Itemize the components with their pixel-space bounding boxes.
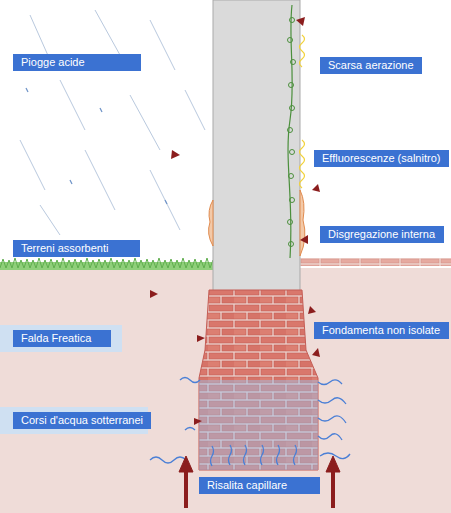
label-text: Fondamenta non isolate <box>314 322 449 339</box>
label-text: Effluorescenze (salnitro) <box>314 150 449 167</box>
label-text: Falda Freatica <box>13 330 111 347</box>
label-box: Effluorescenze (salnitro) <box>314 150 449 167</box>
label-box: Piogge acide <box>13 54 141 71</box>
label-box: Fondamenta non isolate <box>314 322 449 339</box>
label-box: Corsi d'acqua sotterranei <box>13 412 151 429</box>
label-box: Risalita capillare <box>199 477 320 494</box>
label-box: Terreni assorbenti <box>13 240 140 257</box>
label-text: Terreni assorbenti <box>13 240 140 257</box>
label-box: Scarsa aerazione <box>320 57 422 74</box>
label-box: Falda Freatica <box>13 330 111 347</box>
label-text: Scarsa aerazione <box>320 57 422 74</box>
label-text: Disgregazione interna <box>320 226 444 243</box>
label-text: Piogge acide <box>13 54 141 71</box>
label-text: Corsi d'acqua sotterranei <box>13 412 151 429</box>
label-box: Disgregazione interna <box>320 226 444 243</box>
label-text: Risalita capillare <box>199 477 320 494</box>
